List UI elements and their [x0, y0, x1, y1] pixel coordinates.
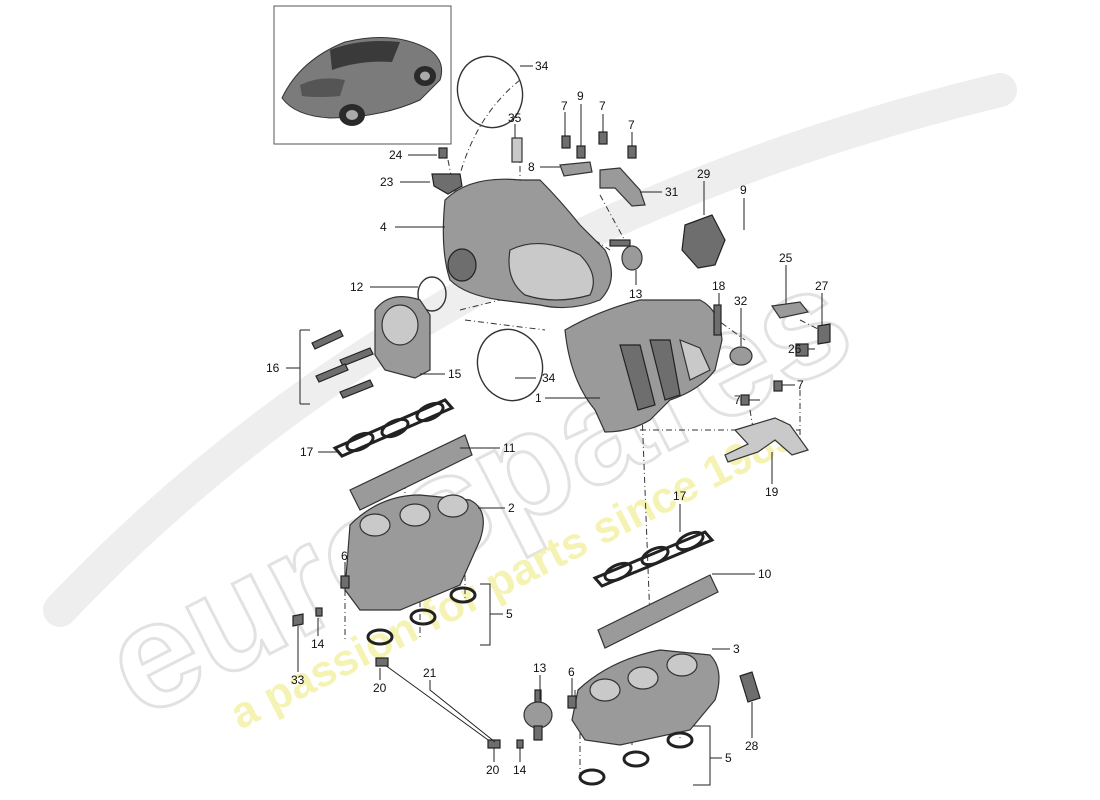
callout-20-bottom: 20	[486, 763, 500, 777]
callout-7-a: 7	[561, 99, 568, 113]
callout-32: 32	[734, 294, 748, 308]
callout-10: 10	[758, 567, 772, 581]
connector-26	[795, 343, 809, 357]
callout-27: 27	[815, 279, 829, 293]
callout-2: 2	[508, 501, 515, 515]
seals-5-left	[366, 586, 477, 646]
callout-11: 11	[503, 441, 516, 455]
flange-11	[349, 434, 473, 511]
intake-runner-3	[571, 649, 720, 746]
intake-runner-2	[344, 494, 484, 611]
bolt-7-lower	[740, 394, 750, 406]
gasket-17-right	[592, 530, 715, 588]
callout-35: 35	[508, 111, 522, 125]
clamp-32	[729, 346, 753, 366]
bracket-31	[599, 167, 646, 207]
callout-29: 29	[697, 167, 711, 181]
sensor-28	[739, 671, 761, 703]
bracket-25	[770, 301, 810, 319]
small-bolts-top	[561, 131, 637, 159]
callout-7-lower: 7	[734, 393, 741, 407]
o-ring-large-lower	[476, 328, 544, 402]
flange-10	[597, 574, 719, 649]
leader-lines	[286, 65, 823, 786]
callout-5-left: 5	[506, 607, 513, 621]
o-ring-12	[417, 276, 447, 312]
callout-8: 8	[528, 160, 535, 174]
callout-16: 16	[266, 361, 280, 375]
clip-14-bottom	[516, 739, 524, 749]
valve-13-lower	[523, 689, 553, 741]
callout-labels: 34 35 9 7 7 7 24 8 23 31 29 9 4 12 13 18…	[266, 59, 829, 777]
bracket-19	[724, 417, 809, 463]
callout-7-right: 7	[797, 378, 804, 392]
sensor-29	[681, 214, 726, 269]
callout-1: 1	[535, 391, 542, 405]
screw-24	[438, 147, 448, 159]
callout-17-left: 17	[300, 445, 314, 459]
callout-19: 19	[765, 485, 779, 499]
callout-18: 18	[712, 279, 726, 293]
callout-7-b: 7	[599, 99, 606, 113]
callout-34-top: 34	[535, 59, 549, 73]
callout-6-right: 6	[568, 665, 575, 679]
callout-25: 25	[779, 251, 793, 265]
callout-28: 28	[745, 739, 759, 753]
callout-7-c: 7	[628, 118, 635, 132]
sensor-23	[431, 173, 463, 195]
callout-33: 33	[291, 673, 305, 687]
car-thumbnail	[273, 5, 452, 145]
callout-26: 26	[788, 342, 802, 356]
screw-18	[713, 304, 722, 336]
valve-13-upper	[609, 239, 643, 271]
callout-9-right: 9	[740, 183, 747, 197]
bolt-6-left	[340, 575, 350, 589]
bracket-8	[559, 161, 593, 177]
gasket-17-left	[332, 398, 455, 458]
callout-31: 31	[665, 185, 679, 199]
callout-15: 15	[448, 367, 462, 381]
callout-13-upper: 13	[629, 287, 643, 301]
callout-14-bottom: 14	[513, 763, 527, 777]
callout-14-left: 14	[311, 637, 325, 651]
callout-3: 3	[733, 642, 740, 656]
bolt-35	[511, 137, 523, 163]
parts	[292, 55, 831, 786]
o-ring-large-top	[456, 55, 524, 129]
clip-14-left	[315, 607, 323, 617]
elbow-20-top	[375, 657, 389, 667]
bolt-6-right	[567, 695, 577, 709]
screws-16	[311, 329, 374, 399]
hose-21	[384, 664, 496, 746]
callout-17-right: 17	[673, 489, 687, 503]
callout-20-top: 20	[373, 681, 387, 695]
callout-9-top: 9	[577, 89, 584, 103]
callout-4: 4	[380, 220, 387, 234]
callout-34-lower: 34	[542, 371, 556, 385]
callout-12: 12	[350, 280, 364, 294]
clip-27	[817, 323, 831, 345]
callout-5-right: 5	[725, 751, 732, 765]
callout-23: 23	[380, 175, 394, 189]
callout-24: 24	[389, 148, 403, 162]
seals-5-right	[578, 731, 694, 786]
callout-13-lower: 13	[533, 661, 547, 675]
fitting-33	[292, 613, 304, 627]
callout-6-left: 6	[341, 549, 348, 563]
bolt-7-right	[773, 380, 783, 392]
callout-21: 21	[423, 666, 437, 680]
